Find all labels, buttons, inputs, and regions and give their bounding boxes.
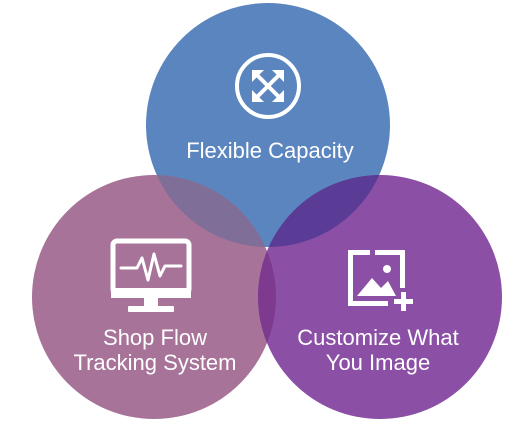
monitor-heartbeat-icon: [110, 238, 192, 312]
label-line: Flexible Capacity: [186, 138, 354, 163]
expand-arrows-icon: [235, 53, 301, 119]
label-customize: Customize What You Image: [268, 325, 488, 375]
add-image-icon: [348, 250, 413, 311]
label-line: Shop Flow: [103, 325, 207, 350]
label-flexible-capacity: Flexible Capacity: [160, 138, 380, 163]
circle-customize: [258, 175, 502, 419]
label-shop-flow: Shop Flow Tracking System: [40, 325, 270, 375]
circle-flexible-capacity: [146, 3, 390, 247]
label-line: You Image: [325, 350, 431, 375]
label-line: Customize What: [297, 325, 459, 350]
label-line: Tracking System: [73, 350, 237, 375]
